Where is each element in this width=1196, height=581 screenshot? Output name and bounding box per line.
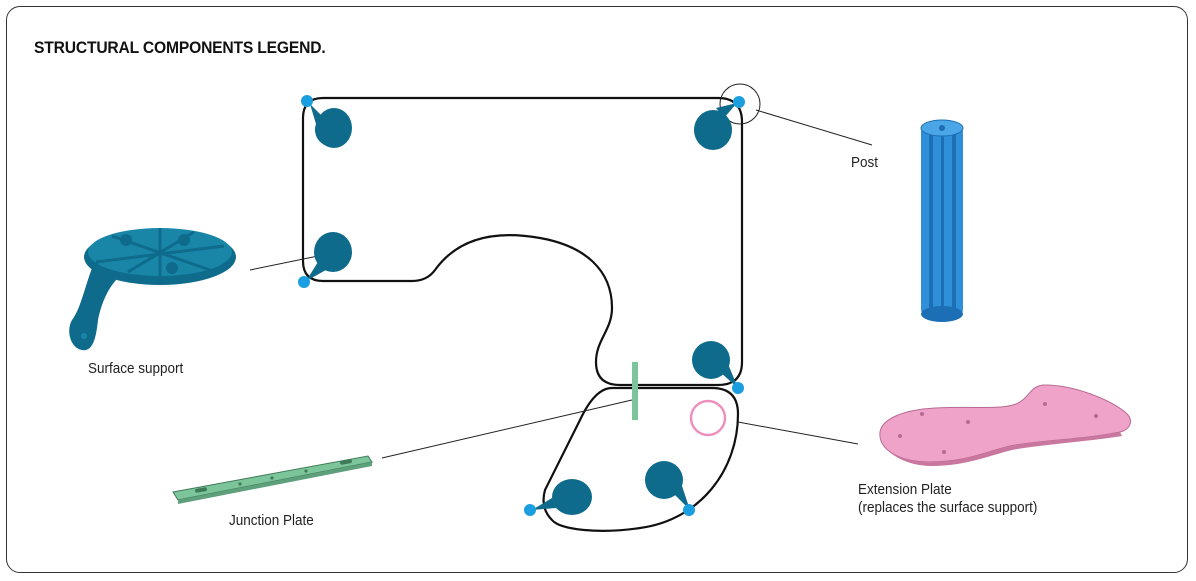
support-pad-center-right [692,341,744,394]
junction-plate-leader-line [381,399,633,459]
surface-support-label: Surface support [88,360,184,377]
legend-frame [6,6,1188,573]
extension-plate-leader-line [737,421,859,445]
extension-surface-outline [542,386,740,532]
support-pad-ext-right [645,461,695,516]
post-dot [301,95,313,107]
support-pad-top-left [301,95,352,148]
extension-plate-illustration [879,384,1131,466]
extension-plate-label-line2: (replaces the surface support) [858,499,1038,516]
post-dot [733,96,745,108]
support-pad-left-bottom [298,232,352,288]
surface-support-leader-line [249,255,319,271]
post-dot [683,504,695,516]
post-label: Post [851,154,879,171]
post-highlight-circle [719,83,761,125]
junction-plate-illustration [172,455,373,504]
main-surface-outline [301,96,744,387]
post-dot [732,382,744,394]
legend-title: STRUCTURAL COMPONENTS LEGEND. [34,38,326,57]
post-illustration [920,119,964,322]
support-pad-top-right [694,96,745,150]
surface-support-illustration [69,228,236,351]
junction-plate-marker [632,362,638,420]
extension-plate-label: Extension Plate (replaces the surface su… [858,481,1037,517]
extension-plate-marker [689,399,727,437]
extension-plate-label-line1: Extension Plate [858,481,952,498]
support-pad-ext-left [524,479,592,516]
post-leader-line [755,109,873,146]
post-dot [298,276,310,288]
junction-plate-label: Junction Plate [229,512,314,529]
post-dot [524,504,536,516]
